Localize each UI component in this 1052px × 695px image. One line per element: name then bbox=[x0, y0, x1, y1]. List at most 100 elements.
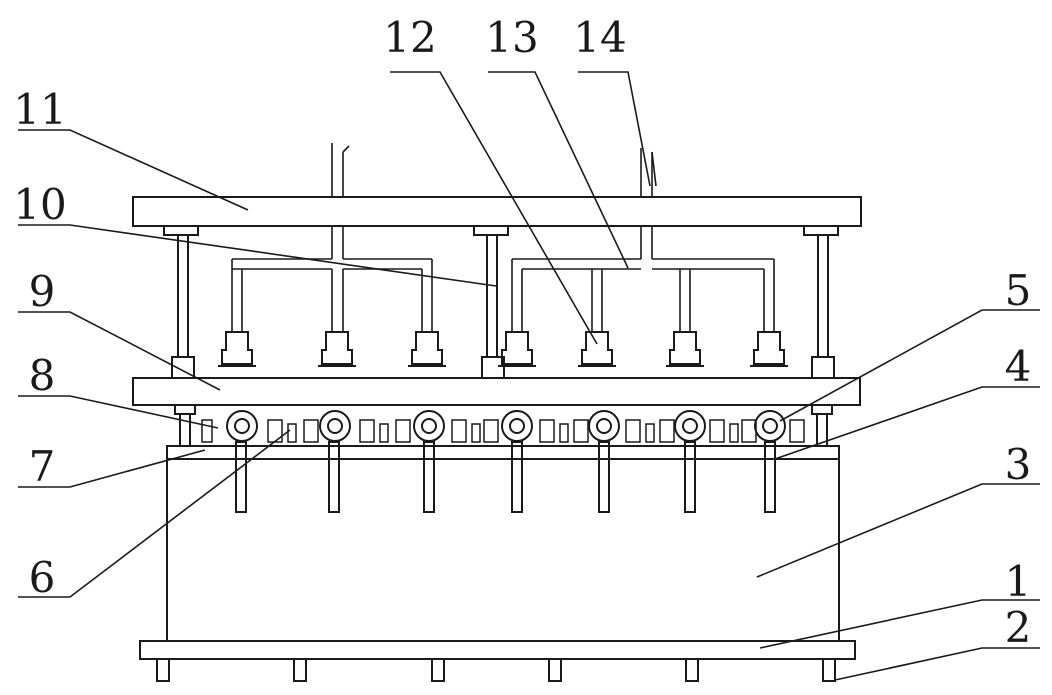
roller bbox=[501, 410, 533, 442]
spacer-block bbox=[483, 419, 499, 443]
roller bbox=[588, 410, 620, 442]
leader-9 bbox=[18, 311, 221, 391]
middle-plate bbox=[132, 377, 861, 406]
roller-hub bbox=[682, 418, 698, 434]
label-7: 7 bbox=[29, 442, 56, 491]
roller-hub bbox=[421, 418, 437, 434]
reference-numerals: 1 2 3 4 5 6 7 8 9 10 11 12 13 14 bbox=[13, 13, 1031, 652]
roller bbox=[674, 410, 706, 442]
column-collar bbox=[811, 356, 835, 379]
lower-posts bbox=[174, 404, 833, 447]
feet bbox=[156, 658, 836, 682]
column-cap bbox=[473, 225, 509, 236]
leader-4 bbox=[774, 386, 1040, 460]
suction-head bbox=[581, 331, 613, 365]
leader-8 bbox=[18, 395, 219, 429]
leader-1 bbox=[759, 599, 1040, 649]
spacer-block bbox=[471, 423, 481, 443]
body-box bbox=[166, 445, 840, 642]
roller-hub bbox=[327, 418, 343, 434]
leader-7 bbox=[18, 449, 206, 488]
spacer-block bbox=[645, 423, 655, 443]
label-13: 13 bbox=[485, 13, 538, 62]
roller-hub bbox=[509, 418, 525, 434]
spacer-block bbox=[359, 419, 375, 443]
column bbox=[177, 234, 189, 358]
roller bbox=[413, 410, 445, 442]
spacer-block bbox=[709, 419, 725, 443]
lower-post bbox=[811, 404, 833, 415]
foot bbox=[431, 658, 445, 682]
suction-head bbox=[753, 331, 785, 365]
label-14: 14 bbox=[573, 13, 626, 62]
suction-head bbox=[321, 331, 353, 365]
spacer-blocks bbox=[201, 419, 805, 443]
spacer-block bbox=[303, 419, 319, 443]
right-pipe-manifold bbox=[511, 148, 775, 332]
roller-hub bbox=[234, 418, 250, 434]
suction-heads bbox=[218, 331, 788, 367]
roller bbox=[754, 410, 786, 442]
label-1: 1 bbox=[1005, 557, 1032, 606]
roller-hub bbox=[596, 418, 612, 434]
column-cap bbox=[163, 225, 199, 236]
column bbox=[486, 234, 498, 358]
label-8: 8 bbox=[29, 351, 56, 400]
label-12: 12 bbox=[383, 13, 436, 62]
foot bbox=[685, 658, 699, 682]
foot bbox=[156, 658, 170, 682]
left-pipe-manifold bbox=[231, 143, 433, 332]
suction-head bbox=[411, 331, 443, 365]
suction-head bbox=[669, 331, 701, 365]
spacer-block bbox=[659, 419, 675, 443]
column-collar bbox=[171, 356, 195, 379]
leader-11 bbox=[18, 129, 249, 211]
foot bbox=[548, 658, 562, 682]
label-2: 2 bbox=[1005, 603, 1032, 652]
foot bbox=[822, 658, 836, 682]
label-9: 9 bbox=[29, 267, 56, 316]
column-cap bbox=[803, 225, 839, 236]
leader-3 bbox=[756, 483, 1040, 578]
spacer-block bbox=[267, 419, 283, 443]
leader-12 bbox=[390, 71, 598, 345]
leader-2 bbox=[834, 647, 1040, 681]
spacer-block bbox=[395, 419, 411, 443]
spacer-block bbox=[539, 419, 555, 443]
suction-head bbox=[221, 331, 253, 365]
spacer-block bbox=[559, 423, 569, 443]
label-6: 6 bbox=[29, 553, 56, 602]
label-10: 10 bbox=[13, 180, 66, 229]
spacer-block bbox=[741, 419, 757, 443]
leader-5 bbox=[779, 309, 1040, 422]
roller-hub bbox=[762, 418, 778, 434]
base-plate bbox=[139, 640, 856, 660]
roller bbox=[319, 410, 351, 442]
label-5: 5 bbox=[1005, 266, 1032, 315]
lower-post bbox=[174, 404, 196, 415]
columns bbox=[163, 225, 839, 379]
label-4: 4 bbox=[1005, 342, 1032, 391]
rollers bbox=[226, 410, 786, 442]
lower-post bbox=[816, 413, 828, 447]
column-collar bbox=[481, 356, 505, 379]
leader-10 bbox=[18, 224, 497, 287]
lower-post bbox=[179, 413, 191, 447]
top-plate bbox=[132, 196, 862, 227]
spacer-block bbox=[201, 419, 213, 443]
guide-rod bbox=[328, 441, 340, 513]
spacer-block bbox=[625, 419, 641, 443]
spacer-block bbox=[451, 419, 467, 443]
leader-lines bbox=[18, 71, 1040, 681]
spacer-block bbox=[789, 419, 805, 443]
spacer-block bbox=[573, 419, 589, 443]
label-3: 3 bbox=[1005, 440, 1032, 489]
label-11: 11 bbox=[13, 85, 66, 134]
leader-13 bbox=[488, 71, 629, 269]
roller bbox=[226, 410, 258, 442]
spacer-block bbox=[287, 423, 297, 443]
guide-rod bbox=[235, 441, 247, 513]
spacer-block bbox=[379, 423, 389, 443]
leader-14 bbox=[578, 71, 651, 187]
